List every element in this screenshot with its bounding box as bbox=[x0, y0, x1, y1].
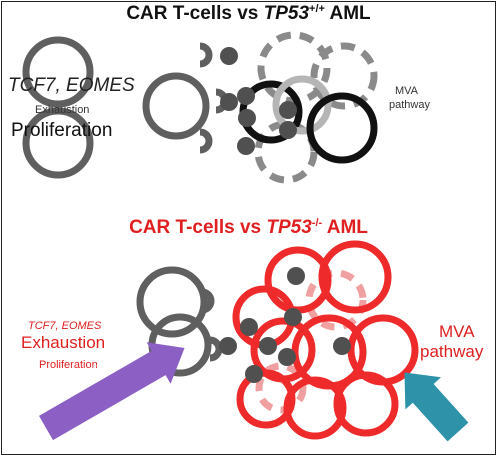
bottom-aml-red-cell-2 bbox=[318, 240, 392, 314]
top-title-suffix: AML bbox=[324, 3, 371, 24]
top-car-receptor-3 bbox=[199, 128, 213, 154]
top-aml-dashed-cell-3 bbox=[254, 120, 318, 184]
top-car-receptor-1 bbox=[199, 42, 213, 68]
bottom-proliferation-label: Proliferation bbox=[39, 359, 98, 371]
statin-arrow-shape bbox=[404, 372, 469, 442]
bottom-pathway-label-line2: pathway bbox=[420, 342, 484, 361]
top-title-genotype: +/+ bbox=[309, 3, 325, 15]
bottom-antigen-dot-1 bbox=[219, 337, 237, 355]
bottom-antigen-dot-4 bbox=[240, 318, 258, 336]
bottom-antigen-dot-3 bbox=[287, 267, 305, 285]
top-aml-black-cell-2 bbox=[306, 92, 378, 164]
top-pathway-label-line2: pathway bbox=[389, 99, 430, 111]
top-antigen-dot-5 bbox=[279, 101, 297, 119]
bottom-aml-red-cell-8 bbox=[283, 376, 347, 440]
bottom-antigen-dot-7 bbox=[278, 348, 296, 366]
bottom-antigen-dot-6 bbox=[245, 365, 263, 383]
top-antigen-dots bbox=[220, 47, 297, 155]
top-antigen-dot-1 bbox=[220, 47, 238, 65]
top-antigen-dot-3 bbox=[237, 87, 255, 105]
top-car-t-cell-cluster bbox=[22, 36, 229, 179]
top-genes-label: TCF7, EOMES bbox=[8, 75, 135, 96]
top-aml-cell-cluster bbox=[239, 31, 378, 184]
bottom-car-receptor-2 bbox=[209, 336, 223, 362]
top-pathway-label-line1: MVA bbox=[395, 85, 419, 97]
bottom-title-prefix: CAR T-cells vs bbox=[129, 217, 267, 238]
bottom-title-suffix: AML bbox=[322, 217, 368, 238]
top-antigen-dot-6 bbox=[279, 121, 297, 139]
bottom-exhaustion-label: Exhaustion bbox=[21, 333, 106, 352]
top-antigen-dot-7 bbox=[237, 137, 255, 155]
bottom-title-genotype: -/- bbox=[311, 217, 323, 229]
top-car-t-cell-3 bbox=[22, 107, 94, 179]
top-title-gene: TP53 bbox=[263, 3, 310, 24]
bottom-car-receptor-1 bbox=[201, 288, 215, 314]
top-antigen-dot-2 bbox=[220, 93, 238, 111]
bottom-aml-red-cell-9 bbox=[333, 371, 399, 437]
top-exhaustion-label: Exhaustion bbox=[35, 104, 90, 116]
bottom-antigen-dot-5 bbox=[284, 308, 302, 326]
bottom-antigen-dots bbox=[219, 267, 351, 383]
top-antigen-dot-4 bbox=[238, 109, 256, 127]
bottom-panel-title: CAR T-cells vs TP53-/- AML bbox=[0, 217, 497, 239]
bottom-genes-label: TCF7, EOMES bbox=[28, 320, 102, 332]
top-aml-gray-cell bbox=[272, 75, 332, 135]
bottom-antigen-dot-2 bbox=[259, 337, 277, 355]
bio-acetoxime-arrow bbox=[39, 342, 185, 441]
top-proliferation-label: Proliferation bbox=[11, 120, 113, 141]
bottom-aml-red-cell-3 bbox=[232, 285, 296, 349]
top-car-t-cell-1 bbox=[22, 36, 94, 108]
top-panel-title: CAR T-cells vs TP53+/+ AML bbox=[0, 3, 497, 25]
top-title-prefix: CAR T-cells vs bbox=[126, 3, 264, 24]
bottom-pathway-label-line1: MVA bbox=[439, 322, 475, 341]
bottom-aml-dashed-cell-1 bbox=[305, 269, 367, 331]
bottom-antigen-dot-8 bbox=[333, 337, 351, 355]
bio-acetoxime-arrow-shape bbox=[39, 342, 185, 441]
top-car-t-cell-2 bbox=[142, 72, 210, 140]
bottom-aml-dashed-cell-2 bbox=[255, 362, 307, 414]
bottom-car-t-cell-1 bbox=[136, 266, 208, 338]
bottom-title-gene: TP53 bbox=[266, 217, 312, 238]
top-aml-dashed-cell-2 bbox=[310, 42, 378, 110]
statin-arrow bbox=[404, 372, 469, 442]
